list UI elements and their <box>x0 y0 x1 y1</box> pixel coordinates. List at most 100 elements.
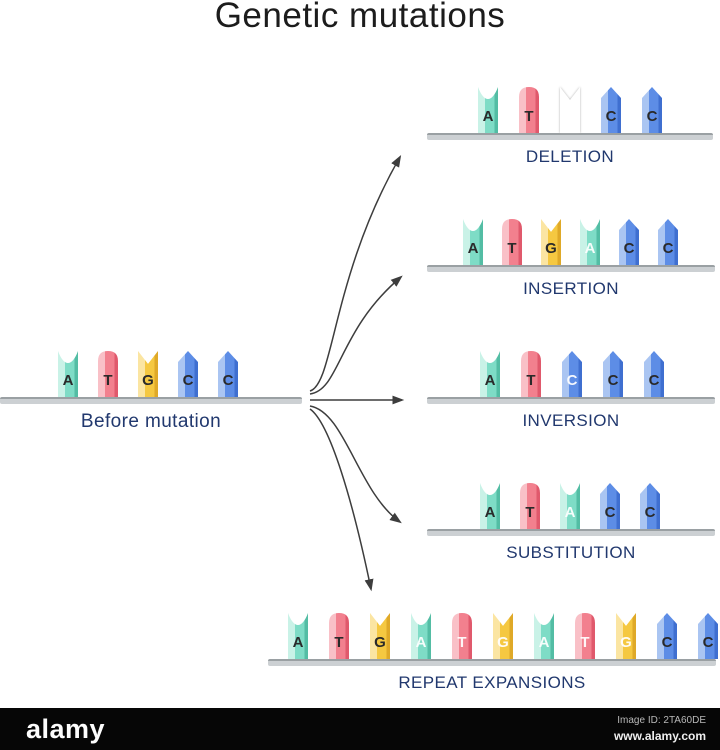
base-shape: C <box>698 613 718 659</box>
base-A: A <box>288 613 308 659</box>
base-shape: G <box>541 219 561 265</box>
base-T: T <box>329 613 349 659</box>
base-letter: A <box>484 504 496 521</box>
base-shape: C <box>642 87 662 133</box>
base-A: A <box>480 483 500 529</box>
base-shape: C <box>218 351 238 397</box>
base-shape: G <box>370 613 390 659</box>
base-letter: T <box>580 634 590 651</box>
base-shape: C <box>640 483 660 529</box>
base-letter: T <box>103 372 113 389</box>
group-insertion: A T G A C C INSERTION <box>427 219 715 299</box>
arrow-deletion <box>309 155 402 392</box>
base-shape: T <box>520 483 540 529</box>
base-letter: A <box>467 240 479 257</box>
base-letter: A <box>564 504 576 521</box>
image-id: Image ID: 2TA60DE <box>617 715 706 727</box>
dna-backbone <box>427 265 715 272</box>
base-shape: T <box>519 87 539 133</box>
arrow-substitution <box>309 405 402 524</box>
base-A: A <box>560 483 580 529</box>
base-shape: T <box>575 613 595 659</box>
base-C: C <box>640 483 660 529</box>
base-letter: A <box>538 634 550 651</box>
base-C: C <box>218 351 238 397</box>
deleted-base-slot <box>560 87 580 133</box>
page-title: Genetic mutations <box>214 0 506 35</box>
base-G: G <box>616 613 636 659</box>
base-letter: C <box>222 372 234 389</box>
base-shape: C <box>658 219 678 265</box>
base-letter: A <box>292 634 304 651</box>
base-letter: C <box>182 372 194 389</box>
base-letter: G <box>620 634 632 651</box>
base-G: G <box>138 351 158 397</box>
base-letter: A <box>62 372 74 389</box>
base-C: C <box>698 613 718 659</box>
base-letter: C <box>605 108 617 125</box>
base-letter: C <box>566 372 578 389</box>
base-C: C <box>178 351 198 397</box>
base-shape: A <box>480 351 500 397</box>
base-letter: G <box>142 372 154 389</box>
base-letter: G <box>374 634 386 651</box>
alamy-url: www.alamy.com <box>613 728 706 743</box>
base-shape: T <box>98 351 118 397</box>
base-shape: G <box>138 351 158 397</box>
dna-backbone <box>0 397 302 404</box>
base-letter: C <box>604 504 616 521</box>
base-shape: A <box>288 613 308 659</box>
dna-backbone <box>427 529 715 536</box>
group-label: INSERTION <box>523 279 619 298</box>
base-letter: C <box>702 634 714 651</box>
base-G: G <box>541 219 561 265</box>
base-letter: A <box>484 372 496 389</box>
base-letter: A <box>584 240 596 257</box>
arrow-repeat-expansions <box>309 408 374 592</box>
base-shape: A <box>463 219 483 265</box>
dna-backbone <box>427 133 713 140</box>
group-label: Before mutation <box>80 411 222 432</box>
group-label: REPEAT EXPANSIONS <box>398 673 586 692</box>
base-letter: T <box>334 634 344 651</box>
base-A: A <box>411 613 431 659</box>
base-G: G <box>370 613 390 659</box>
base-A: A <box>463 219 483 265</box>
base-A: A <box>478 87 498 133</box>
base-A: A <box>480 351 500 397</box>
base-shape: A <box>478 87 498 133</box>
base-shape: C <box>644 351 664 397</box>
group-before-mutation: A T G C C Before mutation <box>0 351 302 433</box>
dna-backbone <box>427 397 715 404</box>
group-label: SUBSTITUTION <box>506 543 636 562</box>
base-T: T <box>521 351 541 397</box>
base-letter: T <box>525 504 535 521</box>
base-A: A <box>58 351 78 397</box>
base-A: A <box>580 219 600 265</box>
base-letter: T <box>507 240 517 257</box>
base-letter: T <box>526 372 536 389</box>
base-C: C <box>562 351 582 397</box>
watermark-meta: Image ID: 2TA60DE www.alamy.com <box>614 714 706 744</box>
alamy-logo: alamy <box>26 713 106 744</box>
base-letter: C <box>662 240 674 257</box>
base-letter: C <box>646 108 658 125</box>
base-shape: A <box>58 351 78 397</box>
watermark-bar: alamy Image ID: 2TA60DE www.alamy.com <box>0 708 720 750</box>
base-shape: C <box>603 351 623 397</box>
base-C: C <box>603 351 623 397</box>
base-letter: C <box>623 240 635 257</box>
base-C: C <box>657 613 677 659</box>
base-shape: A <box>480 483 500 529</box>
group-label: DELETION <box>525 147 615 166</box>
base-T: T <box>98 351 118 397</box>
